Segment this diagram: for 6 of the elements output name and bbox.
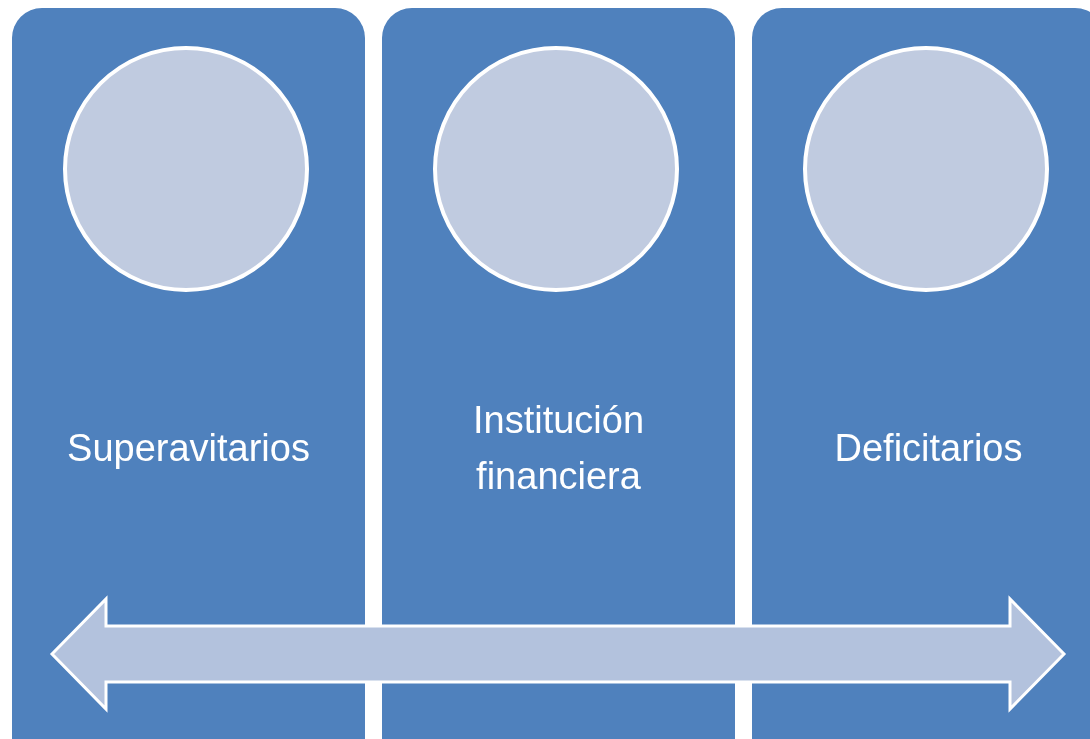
panel-label: Institución financiera — [471, 398, 646, 499]
panel-label: Superavitarios — [66, 426, 311, 471]
column-panel — [12, 8, 365, 739]
panel-label: Deficitarios — [833, 426, 1024, 471]
column-panel — [752, 8, 1090, 739]
column-panel — [382, 8, 735, 739]
